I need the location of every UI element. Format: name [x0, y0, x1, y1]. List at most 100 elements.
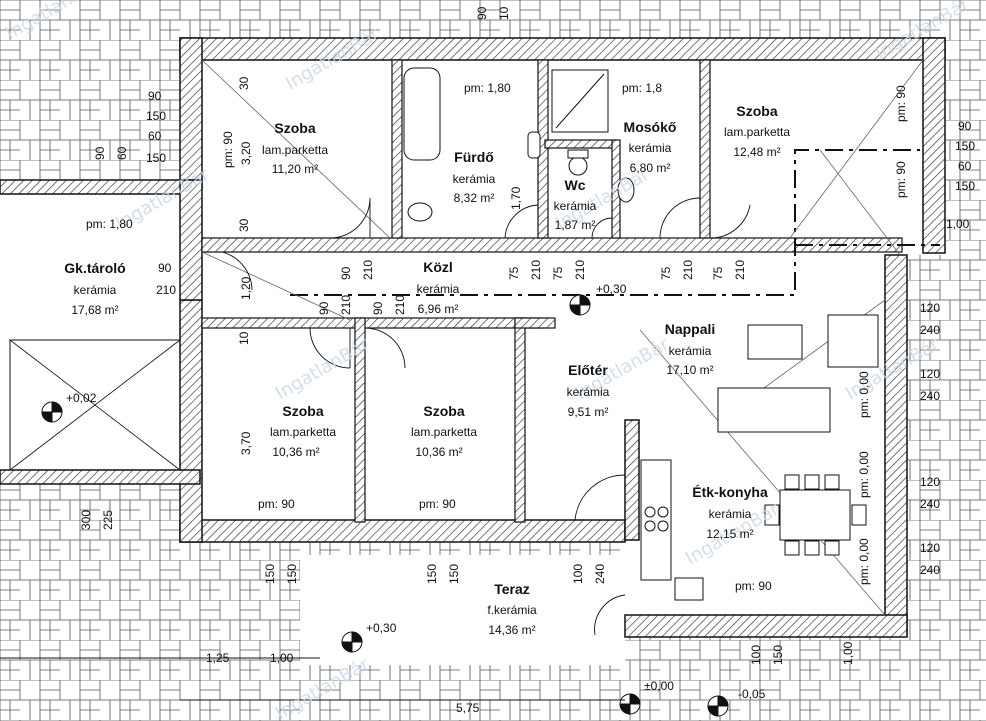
level-kozl: +0,30	[596, 282, 627, 296]
level-marker-outside	[707, 695, 729, 717]
room-area: 10,36 m²	[272, 445, 319, 459]
dim-210k1: 210	[361, 260, 375, 280]
room-area: 10,36 m²	[415, 445, 462, 459]
room-name: Nappali	[665, 321, 716, 337]
dim-150b2: 150	[771, 645, 785, 665]
room-name: Wc	[565, 177, 586, 193]
dim-120d: 120	[920, 541, 940, 555]
room-name: Szoba	[274, 120, 315, 136]
room-area: 17,10 m²	[666, 363, 713, 377]
dim-170: 1,70	[509, 186, 523, 210]
door-szoba2	[709, 204, 751, 239]
level-entrance: ±0,00	[644, 679, 674, 693]
level-marker-kozl	[569, 294, 591, 316]
parapet-labels: pm: 1,80 pm: 1,8 pm: 1,80 pm: 90 pm: 90 …	[86, 81, 908, 593]
kitchen-counter	[640, 459, 672, 581]
dimension-labels: 90 150 60 150 90 150 60 150 1,00 120 240…	[79, 6, 975, 715]
room-eloter: Előtér kerámia 9,51 m²	[567, 362, 610, 419]
dim-240t: 240	[593, 564, 607, 584]
room-name: Szoba	[282, 403, 323, 419]
dim-75k2: 75	[551, 266, 565, 280]
dim-125m: 1,25	[206, 651, 230, 665]
exterior-walls	[0, 37, 946, 638]
dim-90k1: 90	[339, 266, 353, 280]
room-floor: lam.parketta	[411, 425, 477, 439]
dim-240d: 240	[920, 563, 940, 577]
dim-100m-b: 1,00	[841, 641, 855, 665]
room-name: Fürdő	[454, 149, 494, 165]
room-mosoko: Mosókő kerámia 6,80 m²	[624, 119, 677, 175]
room-name: Szoba	[423, 403, 464, 419]
dim-10: 10	[237, 331, 251, 345]
dim-90: 90	[148, 89, 162, 103]
parapet-szoba2-b: pm: 90	[894, 85, 908, 122]
room-nappali: Nappali kerámia 17,10 m²	[665, 321, 716, 377]
dim-320: 3,20	[239, 141, 253, 165]
bathtub	[403, 67, 441, 161]
level-markers	[41, 294, 729, 717]
dim-210k2: 210	[529, 260, 543, 280]
door-mosoko	[659, 197, 701, 239]
room-area: 17,68 m²	[71, 303, 118, 317]
dim-210k4: 210	[681, 260, 695, 280]
dim-210s1: 210	[339, 295, 353, 315]
fixtures	[403, 67, 879, 601]
garage-area	[0, 180, 195, 480]
room-area: 12,48 m²	[733, 145, 780, 159]
dim-150r2: 150	[955, 179, 975, 193]
room-floor: kerámia	[629, 141, 672, 155]
level-marker-garage	[41, 401, 63, 423]
room-area: 6,96 m²	[418, 302, 459, 316]
dim-30b: 30	[237, 218, 251, 232]
dim-75k4: 75	[711, 266, 725, 280]
door-entrance	[574, 474, 626, 521]
room-name: Közl	[423, 259, 453, 275]
room-name: Étk-konyha	[692, 484, 768, 500]
coffee-table	[747, 324, 803, 360]
room-name: Gk.tároló	[64, 260, 125, 276]
dim-100m-c: 1,00	[270, 651, 294, 665]
dim-100t: 100	[571, 564, 585, 584]
dim-60r: 60	[958, 159, 972, 173]
room-etkkonyha: Étk-konyha kerámia 12,15 m²	[692, 484, 768, 541]
room-floor: f.kerámia	[487, 603, 537, 617]
dim-120a: 120	[920, 301, 940, 315]
room-szoba1: Szoba lam.parketta 11,20 m²	[262, 120, 328, 176]
garage-pit	[9, 339, 181, 471]
dim-90left: 90	[93, 146, 107, 160]
dim-10top: 10	[497, 6, 511, 20]
door-szoba4	[364, 327, 406, 369]
dim-90r: 90	[958, 119, 972, 133]
room-area: 6,80 m²	[630, 161, 671, 175]
room-name: Szoba	[736, 103, 777, 119]
door-furdo	[504, 204, 539, 239]
room-area: 1,87 m²	[555, 218, 596, 232]
room-szoba2: Szoba lam.parketta 12,48 m²	[724, 103, 790, 159]
dim-120c: 120	[920, 475, 940, 489]
kitchen-sink	[674, 577, 704, 601]
room-floor: kerámia	[554, 199, 597, 213]
dim-150t2: 150	[285, 564, 299, 584]
parapet-szoba3: pm: 90	[258, 497, 295, 511]
room-floor: lam.parketta	[262, 143, 328, 157]
room-area: 11,20 m²	[272, 162, 318, 176]
level-garage: +0,02	[66, 391, 97, 405]
parapet-szoba2-a: pm: 90	[894, 161, 908, 198]
room-area: 14,36 m²	[488, 623, 535, 637]
dim-150r: 150	[955, 139, 975, 153]
dim-240c: 240	[920, 497, 940, 511]
door-terrace	[594, 594, 626, 636]
dim-90s2: 90	[371, 301, 385, 315]
room-floor: kerámia	[669, 344, 712, 358]
dim-210k3: 210	[573, 260, 587, 280]
room-floor: kerámia	[709, 507, 752, 521]
toilet	[568, 156, 588, 176]
door-garage	[221, 251, 253, 291]
dim-370: 3,70	[239, 431, 253, 455]
room-szoba4: Szoba lam.parketta 10,36 m²	[411, 403, 477, 459]
interior-walls	[201, 59, 903, 523]
garage-diagonal-2	[9, 339, 181, 471]
dim-240a: 240	[920, 323, 940, 337]
dining-table	[779, 489, 851, 541]
dim-150t3: 150	[425, 564, 439, 584]
